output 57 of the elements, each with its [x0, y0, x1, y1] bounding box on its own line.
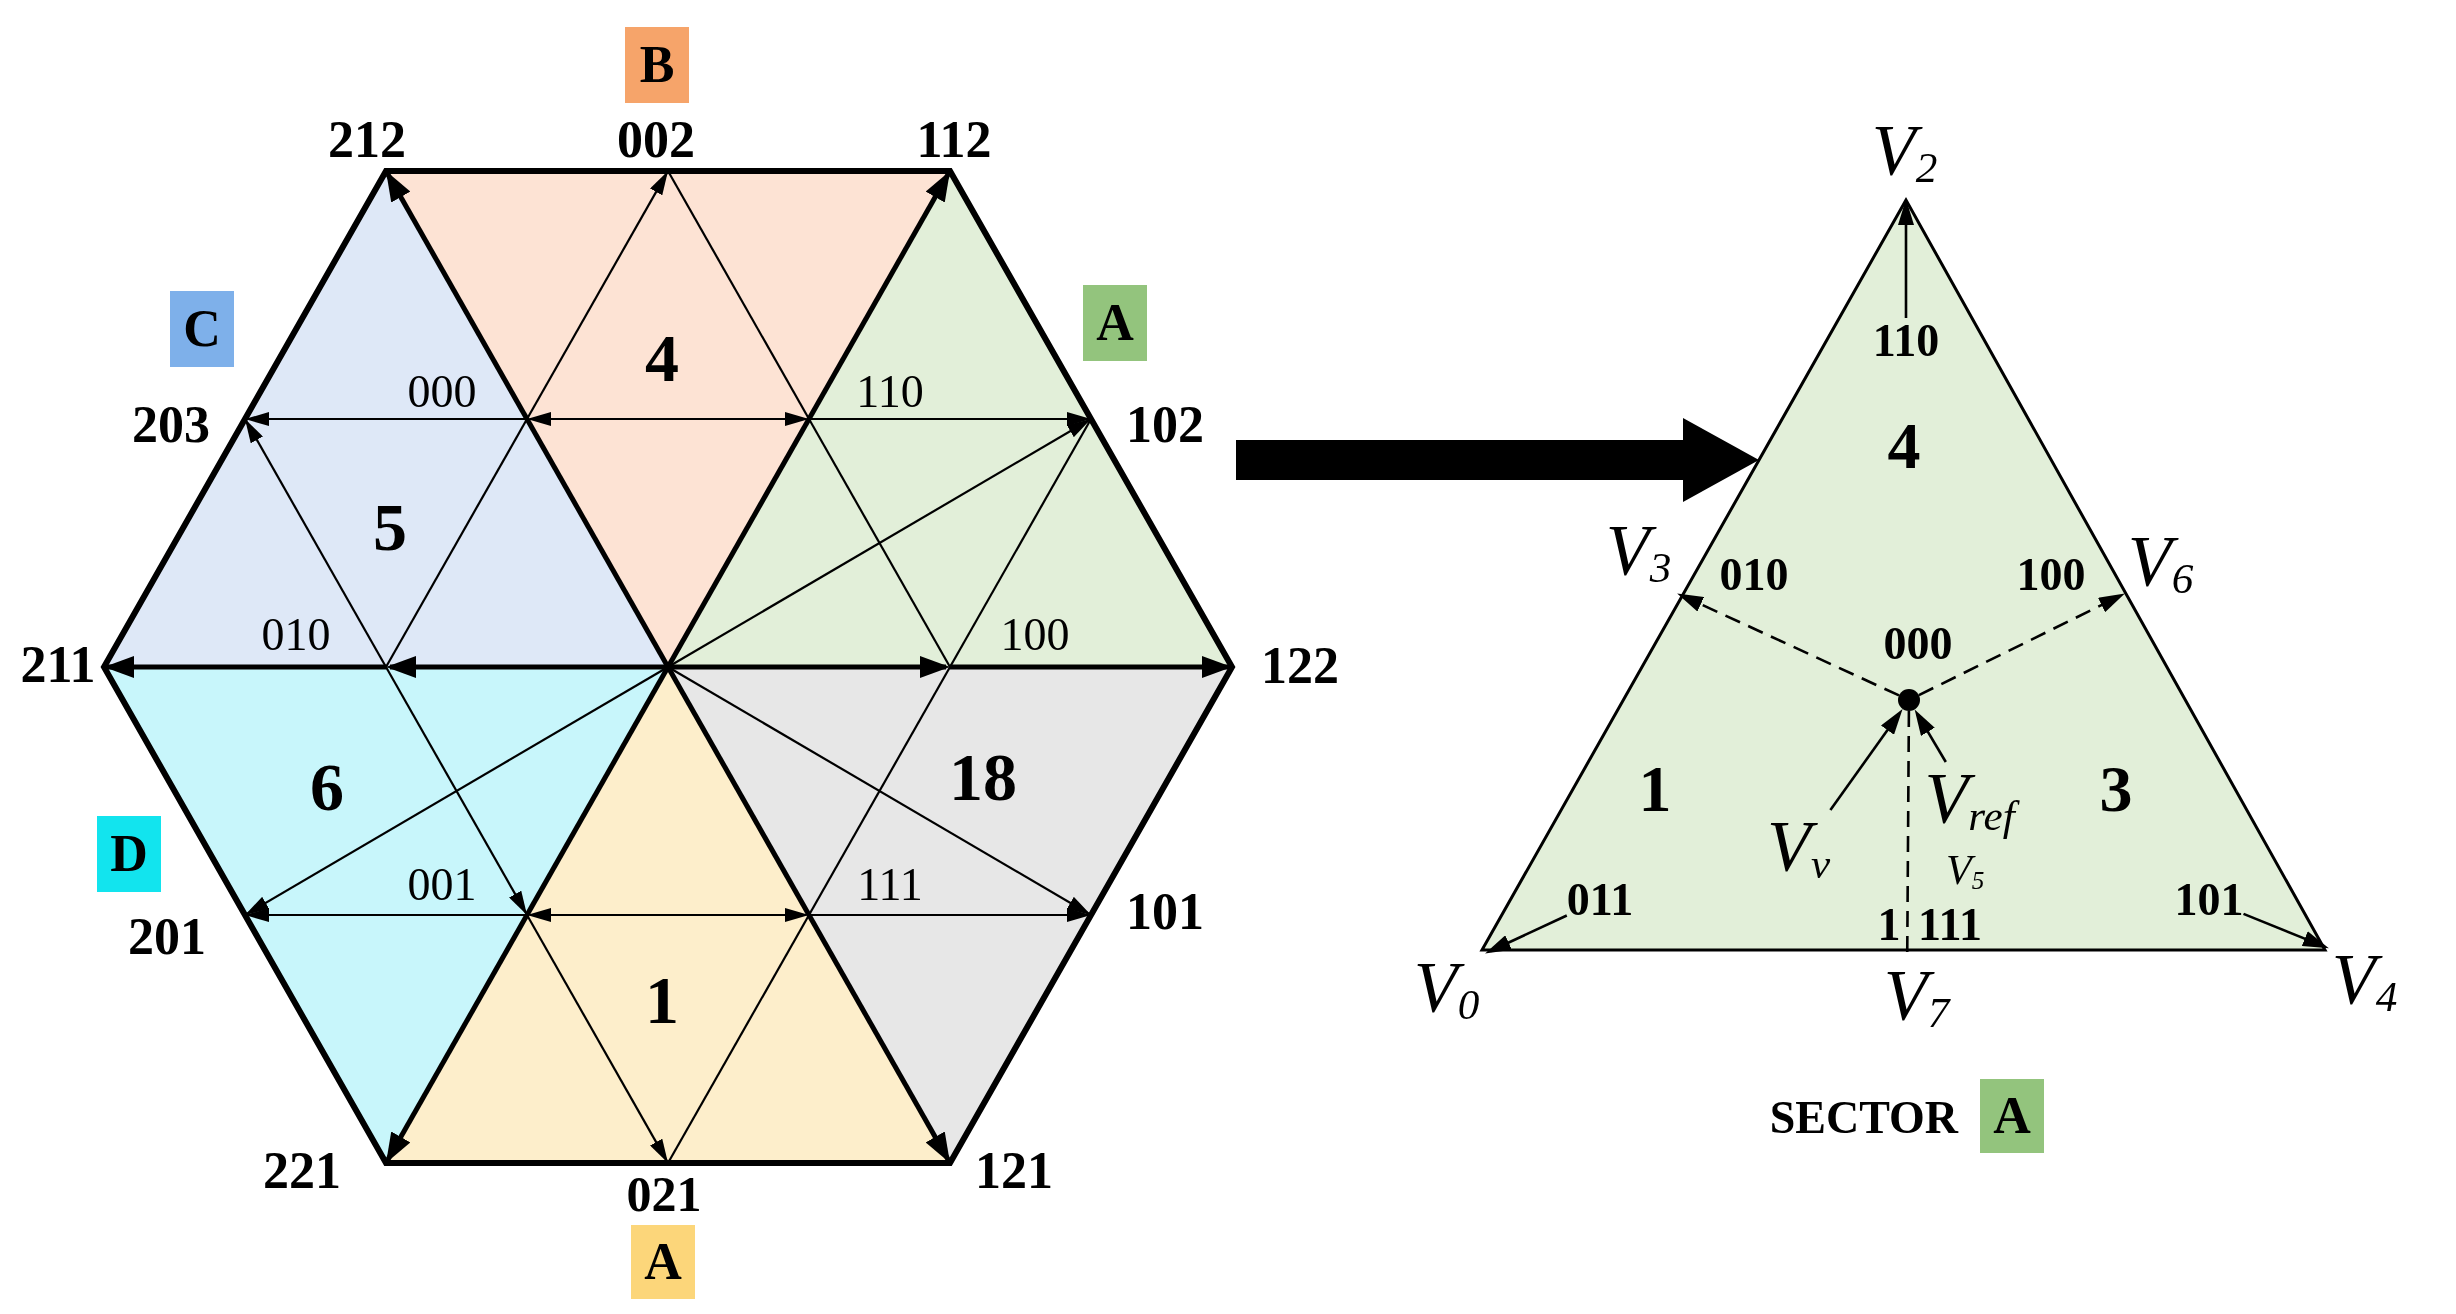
state-code: 000 — [407, 369, 477, 415]
sector-number: 18 — [949, 743, 1017, 811]
state-code: 101 — [2174, 877, 2244, 923]
dashed-arrow — [1918, 593, 2125, 697]
state-code: 000 — [1883, 621, 1953, 667]
arrow — [1829, 708, 1903, 811]
sector-tag: D — [97, 816, 161, 892]
sector-tag: A — [1083, 285, 1147, 361]
state-code: 010 — [261, 612, 331, 658]
dashed-arrow — [1677, 593, 1900, 697]
vector-symbol: V$_{3}$ — [1602, 514, 1678, 599]
sector-number: 1 — [645, 966, 679, 1034]
state-code: 001 — [407, 862, 477, 908]
state-code: 1 — [1877, 902, 1901, 948]
region-number: 4 — [1887, 413, 1921, 479]
state-code: 002 — [617, 114, 695, 166]
state-code: 021 — [626, 1169, 702, 1219]
vector-symbol: V$_{6}$ — [2124, 525, 2200, 610]
state-code: 011 — [1566, 877, 1634, 923]
state-code: 110 — [1872, 318, 1940, 364]
arrow — [1485, 914, 1568, 954]
state-code: 112 — [916, 114, 992, 166]
arrow — [1914, 709, 1947, 763]
region-number: 1 — [1638, 756, 1672, 822]
sector-triangle — [1479, 197, 2328, 953]
state-code: 010 — [1719, 552, 1789, 598]
state-code: 111 — [857, 862, 923, 908]
sector-number: 4 — [645, 324, 679, 392]
region-number: 3 — [2099, 756, 2133, 822]
state-code: 100 — [1000, 612, 1070, 658]
sector-tag: A — [1980, 1079, 2044, 1153]
state-code: 212 — [328, 114, 406, 166]
vector-symbol: V$_{0}$ — [1410, 951, 1486, 1036]
state-code: 203 — [132, 399, 210, 451]
vector-symbol: V$_{4}$ — [2328, 943, 2404, 1028]
sector-caption: SECTOR — [1769, 1095, 1958, 1141]
state-code: 100 — [2016, 552, 2086, 598]
sector-number: 5 — [373, 493, 407, 561]
vector-symbol: V$_{2}$ — [1868, 114, 1944, 199]
sector-number: 6 — [310, 753, 344, 821]
state-code: 111 — [1918, 902, 1982, 948]
state-code: 121 — [975, 1145, 1053, 1197]
vector-symbol: V$_{5}$ — [1945, 849, 1986, 896]
sector-tag: B — [625, 27, 689, 103]
state-code: 110 — [856, 369, 924, 415]
state-code: 102 — [1126, 399, 1204, 451]
sector-tag: C — [170, 291, 234, 367]
state-code: 211 — [20, 639, 96, 691]
arrow — [2243, 912, 2329, 949]
vector-symbol: V$_{ref}$ — [1921, 762, 2021, 847]
state-code: 221 — [263, 1145, 341, 1197]
state-code: 101 — [1126, 886, 1204, 938]
state-code: 122 — [1261, 640, 1339, 692]
vector-symbol: V$_{7}$ — [1880, 959, 1956, 1044]
state-code: 201 — [128, 911, 206, 963]
sector-tag: A — [631, 1225, 695, 1299]
vector-symbol: V$_{ν}$ — [1764, 810, 1836, 895]
